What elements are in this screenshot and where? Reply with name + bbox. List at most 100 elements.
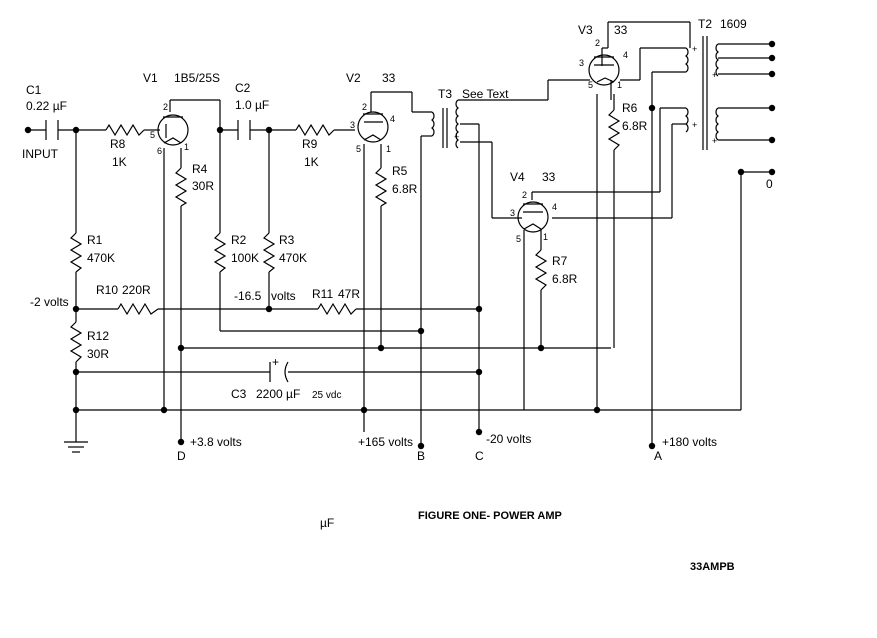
t3-note: See Text [462,87,509,101]
r11-value: 47R [338,287,360,301]
r4-value: 30R [192,179,214,193]
t2-name: T2 [698,17,712,31]
v4-pin5: 5 [516,234,521,244]
drawing-code: 33AMPB [690,561,735,573]
r6-value: 6.8R [622,119,648,133]
b-voltage: +165 volts [358,435,413,449]
terminal-b: B [417,449,425,463]
r4-symbol [174,167,188,207]
v2-pin5: 5 [356,144,361,154]
v3-pin1: 1 [617,80,622,90]
r10-symbol [117,302,159,316]
terminal-d: D [177,449,186,463]
bias2-voltage: -16.5 [234,289,262,303]
bias1-voltage: -2 volts [30,295,69,309]
r11-name: R11 [312,287,333,301]
t2-transformer [685,36,719,150]
v1-pin6: 6 [157,146,162,156]
r12-name: R12 [87,329,109,343]
terminal-c: C [475,449,484,463]
r2-symbol [213,232,227,273]
t3-name: T3 [438,87,452,101]
r6-name: R6 [622,101,638,115]
v1-type: 1B5/25S [174,71,220,85]
c2-name: C2 [235,81,251,95]
r9-value: 1K [304,155,319,169]
bias2-unit: volts [271,289,296,303]
v4-valve [517,201,549,233]
r6-symbol [607,109,621,151]
r9-symbol [295,123,335,137]
c3-rating: 25 vdc [312,390,341,401]
r8-value: 1K [112,155,127,169]
r12-value: 30R [87,347,109,361]
t3-transformer [431,99,459,149]
v1-name: V1 [143,71,158,85]
input-label: INPUT [22,147,59,161]
c3-symbol [269,361,289,383]
r7-value: 6.8R [552,272,578,286]
v2-name: V2 [346,71,361,85]
c1-value: 0.22 µF [26,99,67,113]
c3-name: C3 [231,387,247,401]
v2-valve [357,111,389,143]
c3-value: 2200 µF [256,387,300,401]
t2-type: 1609 [720,17,747,31]
figure-title: FIGURE ONE- POWER AMP [418,510,562,522]
r1-symbol [69,232,83,273]
v4-pin4: 4 [552,202,557,212]
v1-pin5: 5 [150,130,155,140]
t2-plus-primary-top: + [692,44,697,54]
v4-pin1: 1 [543,232,548,242]
r3-symbol [262,232,276,273]
v2-type: 33 [382,71,396,85]
r1-value: 470K [87,251,115,265]
terminal-a: A [654,449,662,463]
t2-plus-secondary-bottom: + [712,136,717,146]
r7-name: R7 [552,254,568,268]
v3-pin2: 2 [595,38,600,48]
r11-symbol [317,302,357,316]
c-voltage: -20 volts [486,432,531,446]
v3-valve [588,54,620,86]
v2-pin4: 4 [390,114,395,124]
r8-symbol [105,123,145,137]
c1-name: C1 [26,83,42,97]
v2-pin1: 1 [386,144,391,154]
t3-plus: + [454,132,459,142]
r10-name: R10 [96,283,118,297]
r8-name: R8 [110,137,126,151]
v3-name: V3 [578,23,593,37]
r1-name: R1 [87,233,103,247]
v1-pin2: 2 [163,102,168,112]
r4-name: R4 [192,162,208,176]
v3-pin3: 3 [579,58,584,68]
c2-symbol [237,120,251,140]
wires [28,21,772,453]
v4-pin2: 2 [522,190,527,200]
c1-symbol [45,120,59,140]
r5-name: R5 [392,164,408,178]
v3-pin4: 4 [623,50,628,60]
v2-pin2: 2 [362,102,367,112]
v1-pin1: 1 [184,142,189,152]
v4-pin3: 3 [510,208,515,218]
t2-plus-primary-bottom: + [692,120,697,130]
stray-unit-text: µF [320,516,334,530]
c2-value: 1.0 µF [235,98,269,112]
terminal-zero: 0 [766,177,773,191]
r3-value: 470K [279,251,307,265]
r12-symbol [69,321,83,363]
v4-type: 33 [542,170,556,184]
r3-name: R3 [279,233,295,247]
r10-value: 220R [122,283,151,297]
r7-symbol [534,249,548,291]
r2-value: 100K [231,251,259,265]
d-voltage: +3.8 volts [190,435,242,449]
t2-plus-secondary-top: + [712,70,717,80]
c3-plus: + [272,355,279,369]
v2-pin3: 3 [350,120,355,130]
v3-pin5: 5 [588,80,593,90]
v4-name: V4 [510,170,525,184]
v1-valve [157,114,189,146]
